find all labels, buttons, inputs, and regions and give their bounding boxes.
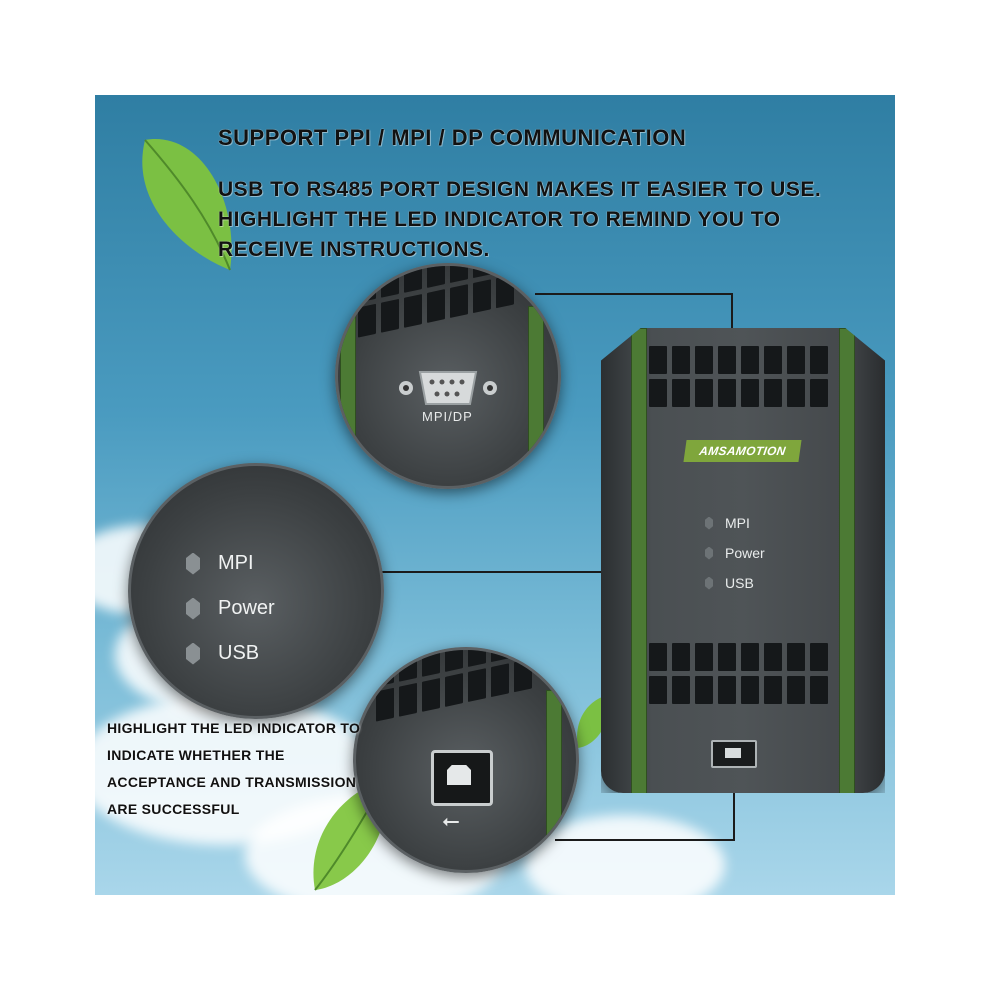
headline-port-design: USB TO RS485 PORT DESIGN MAKES IT EASIER… [218, 178, 822, 261]
callout-led-label: USB [218, 642, 260, 664]
connector-line [535, 293, 733, 295]
top-vent [649, 346, 828, 407]
led-row-usb: USB [705, 568, 765, 598]
led-icon [705, 546, 713, 560]
led-label: USB [725, 575, 754, 591]
led-label: MPI [725, 515, 750, 531]
leaf-icon [142, 139, 232, 271]
led-label: Power [725, 545, 765, 561]
callout-vent [358, 266, 514, 338]
leaf-icon [577, 695, 609, 748]
callout-serial-port: MPI/DP [335, 263, 561, 489]
led-row-power: Power [705, 538, 765, 568]
led-icon [186, 642, 200, 665]
usb-port [711, 740, 757, 768]
right-green-stripe [839, 328, 855, 793]
led-icon [705, 516, 713, 530]
connector-line [733, 775, 735, 841]
usb-symbol-icon: ⭠ [442, 808, 460, 833]
brand-label: AMSAMOTION [683, 440, 802, 462]
callout-usb-port: ⭠ [353, 647, 579, 873]
led-icon [186, 552, 200, 575]
callout-green-stripe [340, 306, 356, 486]
callout-led-row-mpi: MPI [186, 541, 275, 586]
callout-vent [376, 650, 532, 722]
led-indicators: MPI Power USB [705, 508, 765, 598]
callout-green-stripe [528, 306, 544, 486]
callout-led-row-usb: USB [186, 631, 275, 676]
db9-connector-icon [399, 371, 497, 405]
product-banner: SUPPORT PPI / MPI / DP COMMUNICATION USB… [95, 95, 895, 895]
callout-led-label: MPI [218, 552, 254, 574]
led-icon [186, 597, 200, 620]
connector-line [555, 839, 735, 841]
usb-b-connector-icon [431, 750, 493, 806]
callout-led-list: MPI Power USB [186, 541, 275, 676]
callout-green-stripe [546, 690, 562, 870]
serial-port-label: MPI/DP [422, 409, 473, 424]
bottom-vent [649, 643, 828, 704]
callout-led-label: Power [218, 597, 275, 619]
connector-line [731, 293, 733, 353]
led-icon [705, 576, 713, 590]
led-note-text: HIGHLIGHT THE LED INDICATOR TO INDICATE … [107, 720, 361, 817]
connector-line [378, 571, 670, 573]
headline-communication: SUPPORT PPI / MPI / DP COMMUNICATION [218, 125, 687, 150]
led-row-mpi: MPI [705, 508, 765, 538]
callout-led-row-power: Power [186, 586, 275, 631]
usb-adapter-device: AMSAMOTION MPI Power USB [601, 328, 885, 793]
callout-led-indicators: MPI Power USB [128, 463, 384, 719]
left-green-stripe [631, 328, 647, 793]
